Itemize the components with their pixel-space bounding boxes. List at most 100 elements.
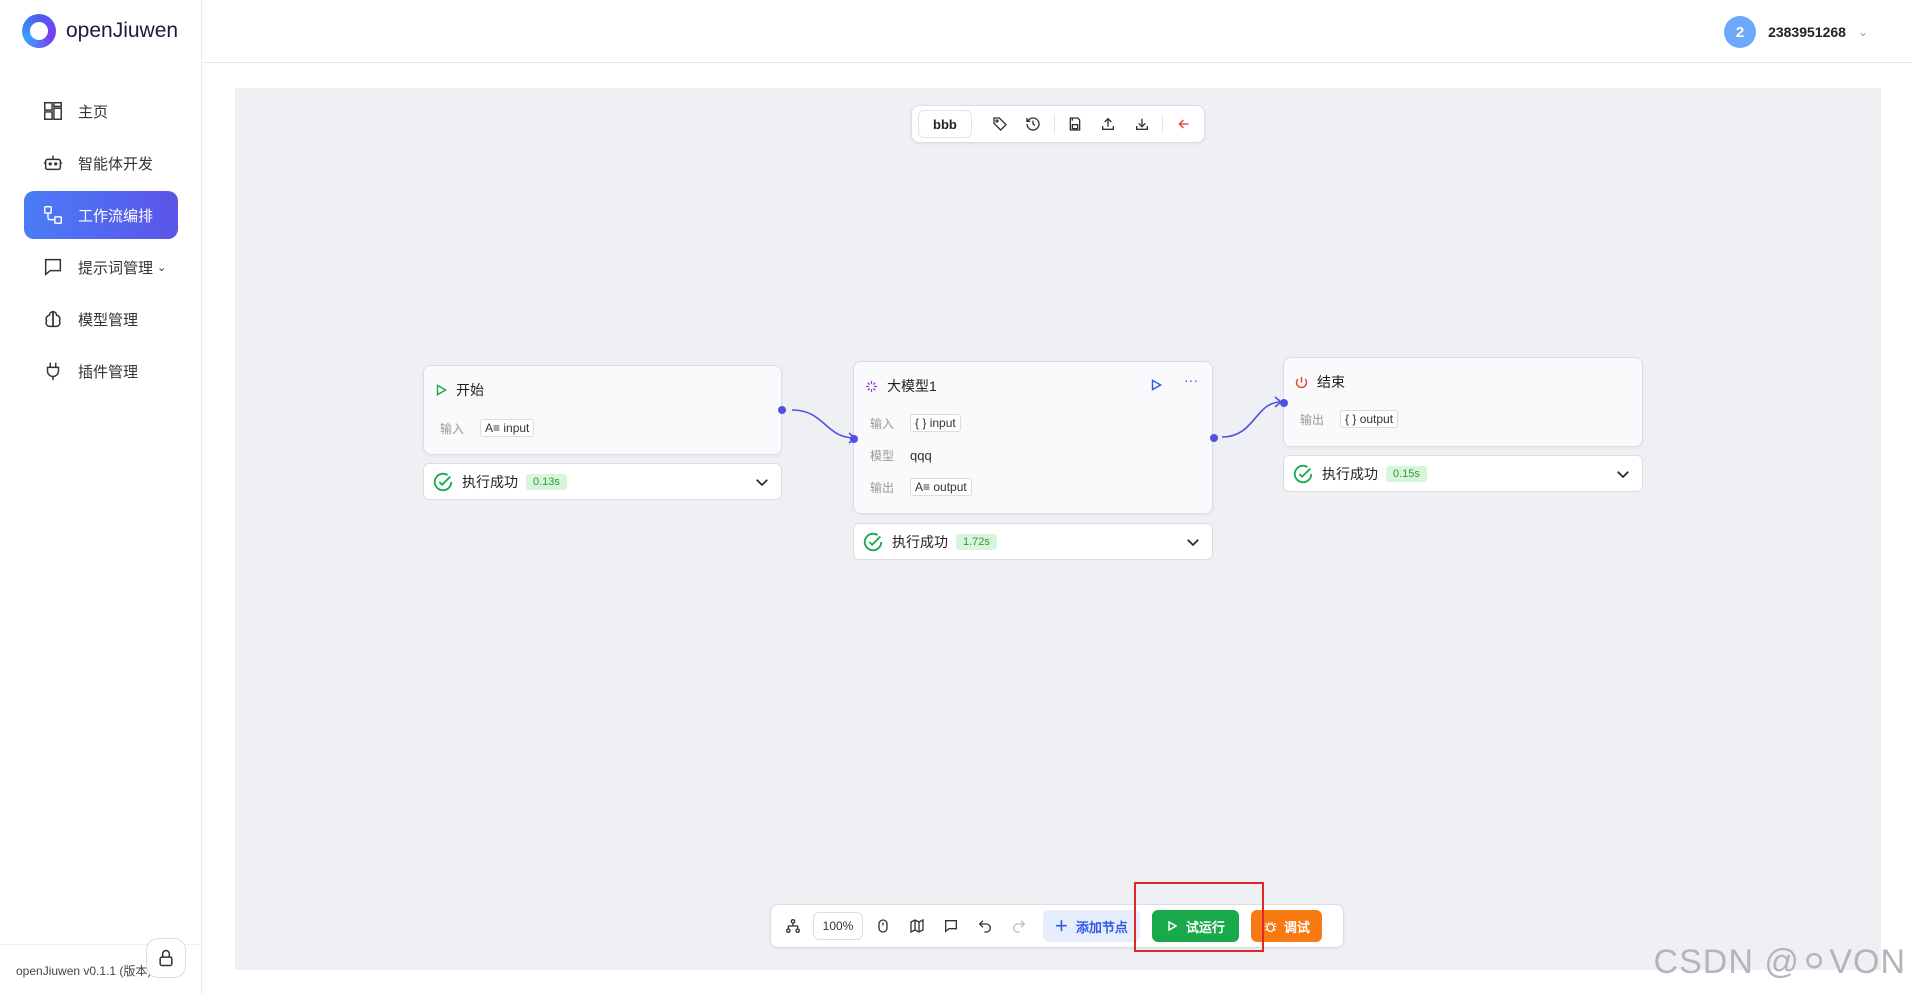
add-node-button[interactable]: + 添加节点 <box>1043 910 1140 942</box>
object-type-icon: { } <box>1345 412 1357 426</box>
sidebar: openJiuwen 主页 智能体开发 工作流编排 提示词管理 ⌄ <box>0 0 202 994</box>
hierarchy-icon <box>786 919 800 933</box>
user-menu[interactable]: 2 2383951268 ⌄ <box>1724 16 1868 48</box>
model-value: qqq <box>910 448 932 463</box>
input-port[interactable] <box>850 435 858 443</box>
lock-button[interactable] <box>146 938 186 978</box>
check-circle-icon <box>433 472 453 491</box>
app-logo[interactable]: openJiuwen <box>22 14 178 48</box>
auto-layout-button[interactable] <box>777 910 809 942</box>
output-port[interactable] <box>1210 434 1218 442</box>
output-port[interactable] <box>778 406 786 414</box>
check-circle-icon <box>863 532 883 551</box>
node-title: 结束 <box>1317 374 1345 390</box>
llm-node[interactable]: 大模型1 ··· 输入 { } input 模型 qqq 输出 A≡ outpu… <box>850 361 1218 514</box>
toolbar-divider <box>1162 114 1163 134</box>
sidebar-item-plugins[interactable]: 插件管理 <box>24 347 178 395</box>
duration-badge: 0.15s <box>1386 465 1427 482</box>
llm-status-bar[interactable]: 执行成功 1.72s <box>853 523 1213 560</box>
chevron-down-icon[interactable] <box>753 473 771 491</box>
map-icon <box>910 918 924 934</box>
node-header: 结束 <box>1294 372 1345 392</box>
workflow-canvas[interactable]: bbb 开始 输入 <box>235 88 1881 970</box>
start-status-bar[interactable]: 执行成功 0.13s <box>423 463 782 500</box>
node-output-row: 输出 { } output <box>1300 410 1399 428</box>
sidebar-divider <box>0 944 202 945</box>
mouse-icon <box>878 919 888 933</box>
edge-start-llm <box>791 409 856 439</box>
plug-icon <box>42 360 64 382</box>
dashboard-icon <box>42 100 64 122</box>
toolbar-divider <box>1053 114 1055 134</box>
robot-icon <box>42 152 64 174</box>
debug-label: 调试 <box>1283 919 1310 935</box>
sidebar-item-home[interactable]: 主页 <box>24 87 178 135</box>
chevron-down-icon[interactable] <box>1184 533 1202 551</box>
play-icon <box>1168 920 1178 932</box>
history-button[interactable] <box>1019 109 1048 139</box>
flow-name[interactable]: bbb <box>918 110 972 138</box>
version-label: openJiuwen v0.1.1 (版本) <box>16 964 152 978</box>
chevron-down-icon[interactable] <box>1614 465 1632 483</box>
run-node-icon[interactable] <box>1149 378 1163 392</box>
tag-icon <box>993 117 1008 131</box>
output-tag: A≡ output <box>910 478 972 496</box>
chevron-down-icon[interactable]: ⌄ <box>1857 25 1868 39</box>
canvas-toolbar: 100% + 添加节点 试运行 调试 <box>770 904 1344 948</box>
sidebar-item-label: 提示词管理 <box>78 259 154 277</box>
status-text: 执行成功 <box>892 533 948 550</box>
arrow-left-icon <box>1177 119 1189 129</box>
redo-button[interactable] <box>1003 910 1035 942</box>
play-icon <box>436 384 448 396</box>
tag-button[interactable] <box>986 109 1015 139</box>
avatar[interactable]: 2 <box>1724 16 1757 48</box>
test-run-label: 试运行 <box>1185 919 1225 935</box>
end-status-bar[interactable]: 执行成功 0.15s <box>1283 455 1643 492</box>
export-button[interactable] <box>1094 109 1123 139</box>
upload-icon <box>1102 117 1115 130</box>
download-icon <box>1135 118 1148 130</box>
input-port[interactable] <box>1280 399 1288 407</box>
more-icon[interactable]: ··· <box>1184 372 1198 388</box>
sidebar-nav: 主页 智能体开发 工作流编排 提示词管理 ⌄ 模型管理 <box>24 87 178 399</box>
object-type-icon: { } <box>915 416 927 430</box>
sidebar-item-prompts[interactable]: 提示词管理 ⌄ <box>24 243 178 291</box>
logo-icon <box>22 14 56 48</box>
sidebar-item-workflow[interactable]: 工作流编排 <box>24 191 178 239</box>
app-name: openJiuwen <box>66 19 179 42</box>
input-label: 输入 <box>870 416 895 431</box>
top-header: 2 2383951268 ⌄ <box>202 0 1912 63</box>
back-button[interactable] <box>1169 109 1198 139</box>
output-tag: { } output <box>1340 410 1399 428</box>
edge-llm-end <box>1221 401 1282 438</box>
zoom-level[interactable]: 100% <box>813 912 863 940</box>
start-node[interactable]: 开始 输入 A≡ input <box>423 365 786 455</box>
node-model-row: 模型 qqq <box>870 447 932 464</box>
lock-icon <box>159 949 173 967</box>
power-icon <box>1295 376 1308 388</box>
sidebar-item-models[interactable]: 模型管理 <box>24 295 178 343</box>
undo-button[interactable] <box>969 910 1001 942</box>
plus-icon: + <box>1055 913 1068 938</box>
save-button[interactable] <box>1061 109 1090 139</box>
input-tag: A≡ input <box>480 419 535 437</box>
import-button[interactable] <box>1127 109 1156 139</box>
mouse-mode-button[interactable] <box>867 910 899 942</box>
message-icon <box>42 256 64 278</box>
node-title: 开始 <box>456 382 484 398</box>
comment-button[interactable] <box>935 910 967 942</box>
username: 2383951268 <box>1768 24 1846 40</box>
sparkle-icon <box>865 380 878 392</box>
minimap-button[interactable] <box>901 910 933 942</box>
end-node[interactable]: 结束 输出 { } output <box>1280 357 1643 447</box>
node-header: 大模型1 <box>864 376 937 396</box>
sidebar-item-label: 插件管理 <box>78 363 139 381</box>
node-input-row: 输入 { } input <box>870 414 961 432</box>
highlight-box <box>1134 882 1264 952</box>
history-icon <box>1026 117 1041 131</box>
test-run-button[interactable]: 试运行 <box>1151 910 1239 942</box>
sidebar-item-agent[interactable]: 智能体开发 <box>24 139 178 187</box>
model-label: 模型 <box>870 449 895 463</box>
sidebar-item-label: 主页 <box>78 103 109 121</box>
duration-badge: 0.13s <box>526 473 567 490</box>
